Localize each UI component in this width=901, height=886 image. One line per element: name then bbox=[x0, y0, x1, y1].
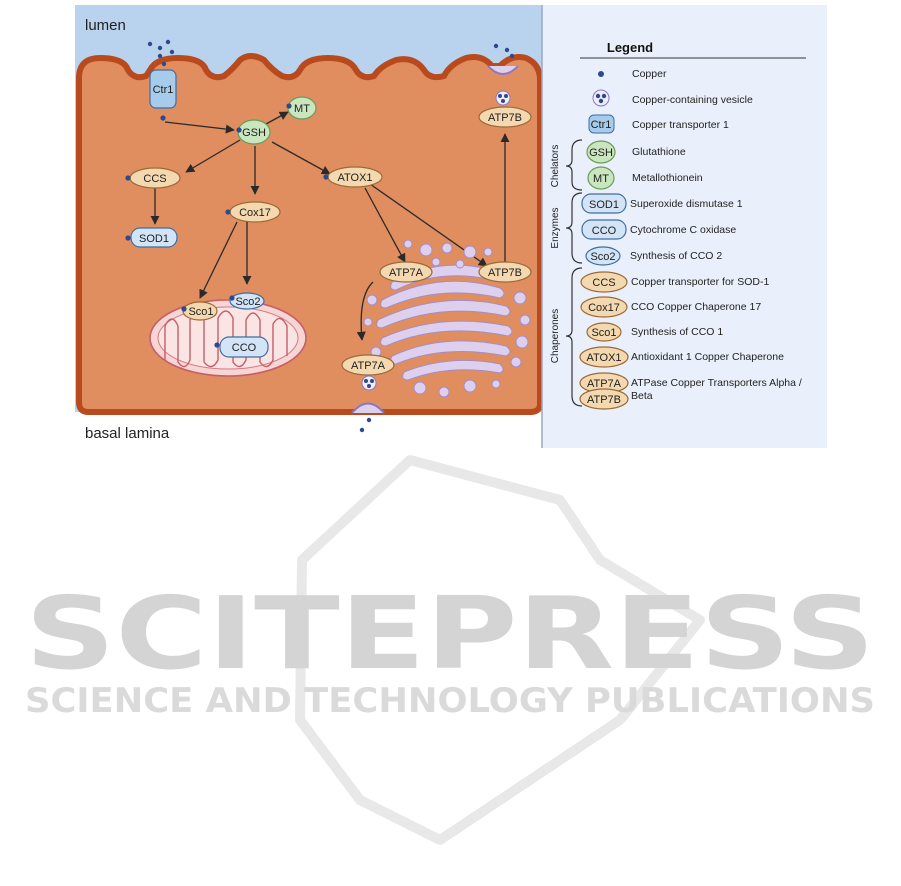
atp7a-basal-label: ATP7A bbox=[351, 360, 386, 372]
sco2-icon: Sco2 bbox=[585, 246, 621, 266]
legend-sco2: Synthesis of CCO 2 bbox=[630, 250, 722, 262]
atp7a-node: ATP7A bbox=[379, 261, 433, 283]
atp7b-label: ATP7B bbox=[488, 267, 522, 279]
cco-label: CCO bbox=[232, 342, 257, 354]
legend-panel: Legend Copper Copper-containing vesicle … bbox=[541, 5, 827, 448]
sco1-icon: Sco1 bbox=[586, 322, 622, 342]
group-enzymes: Enzymes bbox=[550, 207, 561, 248]
mt-node: MT bbox=[286, 96, 317, 120]
watermark: SCITEPRESS SCIENCE AND TECHNOLOGY PUBLIC… bbox=[25, 455, 875, 845]
sod1-node: SOD1 bbox=[125, 227, 178, 248]
mt-icon: MT bbox=[587, 166, 615, 190]
basal-exocytosis-pit bbox=[351, 402, 385, 414]
atp7a-icon-label: ATP7A bbox=[587, 378, 622, 390]
golgi-apparatus bbox=[363, 239, 531, 398]
ccs-icon-label: CCS bbox=[592, 277, 615, 289]
cco-icon-label: CCO bbox=[592, 225, 617, 237]
ctr1-label: Ctr1 bbox=[153, 84, 174, 96]
vesicle-apical bbox=[495, 90, 511, 106]
sco1-node: Sco1 bbox=[181, 301, 218, 321]
atox1-label: ATOX1 bbox=[337, 172, 372, 184]
legend-title: Legend bbox=[607, 40, 653, 55]
watermark-main: SCITEPRESS bbox=[25, 575, 875, 692]
cco-node: CCO bbox=[214, 336, 269, 358]
atp7b-node: ATP7B bbox=[478, 261, 532, 283]
atox1-icon: ATOX1 bbox=[579, 346, 629, 368]
lumen-copper-dots bbox=[147, 39, 175, 67]
mt-icon-label: MT bbox=[593, 173, 609, 185]
atp7a-label: ATP7A bbox=[389, 267, 424, 279]
atp7b-apical-node: ATP7B bbox=[478, 106, 532, 128]
apical-copper-dots bbox=[493, 43, 515, 59]
ccs-node: CCS bbox=[125, 167, 181, 189]
cell-panel: lumen basal lamina Ctr1 bbox=[75, 5, 543, 448]
vesicle-icon bbox=[592, 89, 610, 107]
atp7b-apical-label: ATP7B bbox=[488, 112, 522, 124]
sco2-node: Sco2 bbox=[229, 292, 265, 310]
gsh-node: GSH bbox=[236, 119, 271, 145]
copper-dot bbox=[160, 115, 166, 121]
ctr1-transporter: Ctr1 bbox=[149, 69, 177, 109]
chelators-bracket bbox=[565, 139, 583, 191]
sod1-icon: SOD1 bbox=[581, 193, 627, 214]
legend-ccs: Copper transporter for SOD-1 bbox=[631, 276, 769, 288]
basal-copper-dots bbox=[359, 417, 372, 433]
cox17-icon-label: Cox17 bbox=[588, 302, 620, 314]
legend-sco1: Synthesis of CCO 1 bbox=[631, 326, 723, 338]
watermark-logo-outline bbox=[295, 455, 705, 845]
mt-label: MT bbox=[294, 103, 310, 115]
pathway-arrows bbox=[150, 111, 510, 341]
legend-atp-line2: Beta bbox=[631, 390, 653, 402]
ctr1-icon-label: Ctr1 bbox=[591, 119, 612, 131]
atp7a-icon: ATP7A bbox=[579, 372, 629, 394]
ctr1-icon: Ctr1 bbox=[588, 114, 615, 134]
cox17-label: Cox17 bbox=[239, 207, 271, 219]
gsh-icon: GSH bbox=[586, 140, 616, 164]
legend-sod1: Superoxide dismutase 1 bbox=[630, 198, 743, 210]
atp7a-basal-node: ATP7A bbox=[341, 354, 395, 376]
atox1-node: ATOX1 bbox=[323, 166, 383, 188]
legend-mt: Metallothionein bbox=[632, 172, 703, 184]
sod1-icon-label: SOD1 bbox=[589, 199, 619, 211]
atox1-icon-label: ATOX1 bbox=[586, 352, 621, 364]
watermark-sub: SCIENCE AND TECHNOLOGY PUBLICATIONS bbox=[25, 681, 875, 721]
ccs-icon: CCS bbox=[580, 271, 628, 293]
legend-ctr1: Copper transporter 1 bbox=[632, 119, 729, 131]
group-chelators: Chelators bbox=[550, 145, 561, 188]
legend-atox1: Antioxidant 1 Copper Chaperone bbox=[631, 351, 784, 363]
atp7b-icon: ATP7B bbox=[579, 388, 629, 410]
gsh-label: GSH bbox=[242, 127, 266, 139]
legend-gsh: Glutathione bbox=[632, 146, 686, 158]
cox17-icon: Cox17 bbox=[580, 296, 628, 318]
ccs-label: CCS bbox=[143, 173, 166, 185]
legend-copper: Copper bbox=[632, 68, 667, 80]
sco1-label: Sco1 bbox=[188, 306, 213, 318]
vesicle-basal bbox=[361, 375, 377, 391]
legend-atp-line1: ATPase Copper Transporters Alpha / bbox=[631, 377, 802, 389]
sco2-icon-label: Sco2 bbox=[590, 251, 615, 263]
apical-exocytosis-pit bbox=[487, 65, 519, 75]
cox17-node: Cox17 bbox=[225, 201, 281, 223]
legend-cco: Cytochrome C oxidase bbox=[630, 224, 736, 236]
gsh-icon-label: GSH bbox=[589, 147, 613, 159]
copper-icon bbox=[598, 71, 604, 77]
cco-icon: CCO bbox=[581, 219, 627, 240]
enzymes-bracket bbox=[565, 192, 583, 264]
sco1-icon-label: Sco1 bbox=[591, 327, 616, 339]
legend-cox17: CCO Copper Chaperone 17 bbox=[631, 301, 761, 313]
sco2-label: Sco2 bbox=[235, 296, 260, 308]
lumen-label: lumen bbox=[85, 17, 126, 34]
atp7b-icon-label: ATP7B bbox=[587, 394, 621, 406]
basal-region bbox=[75, 412, 542, 448]
legend-vesicle: Copper-containing vesicle bbox=[632, 94, 753, 106]
sod1-label: SOD1 bbox=[139, 233, 169, 245]
basal-lamina-label: basal lamina bbox=[85, 425, 170, 442]
chaperones-bracket bbox=[565, 267, 583, 407]
group-chaperones: Chaperones bbox=[550, 309, 561, 363]
